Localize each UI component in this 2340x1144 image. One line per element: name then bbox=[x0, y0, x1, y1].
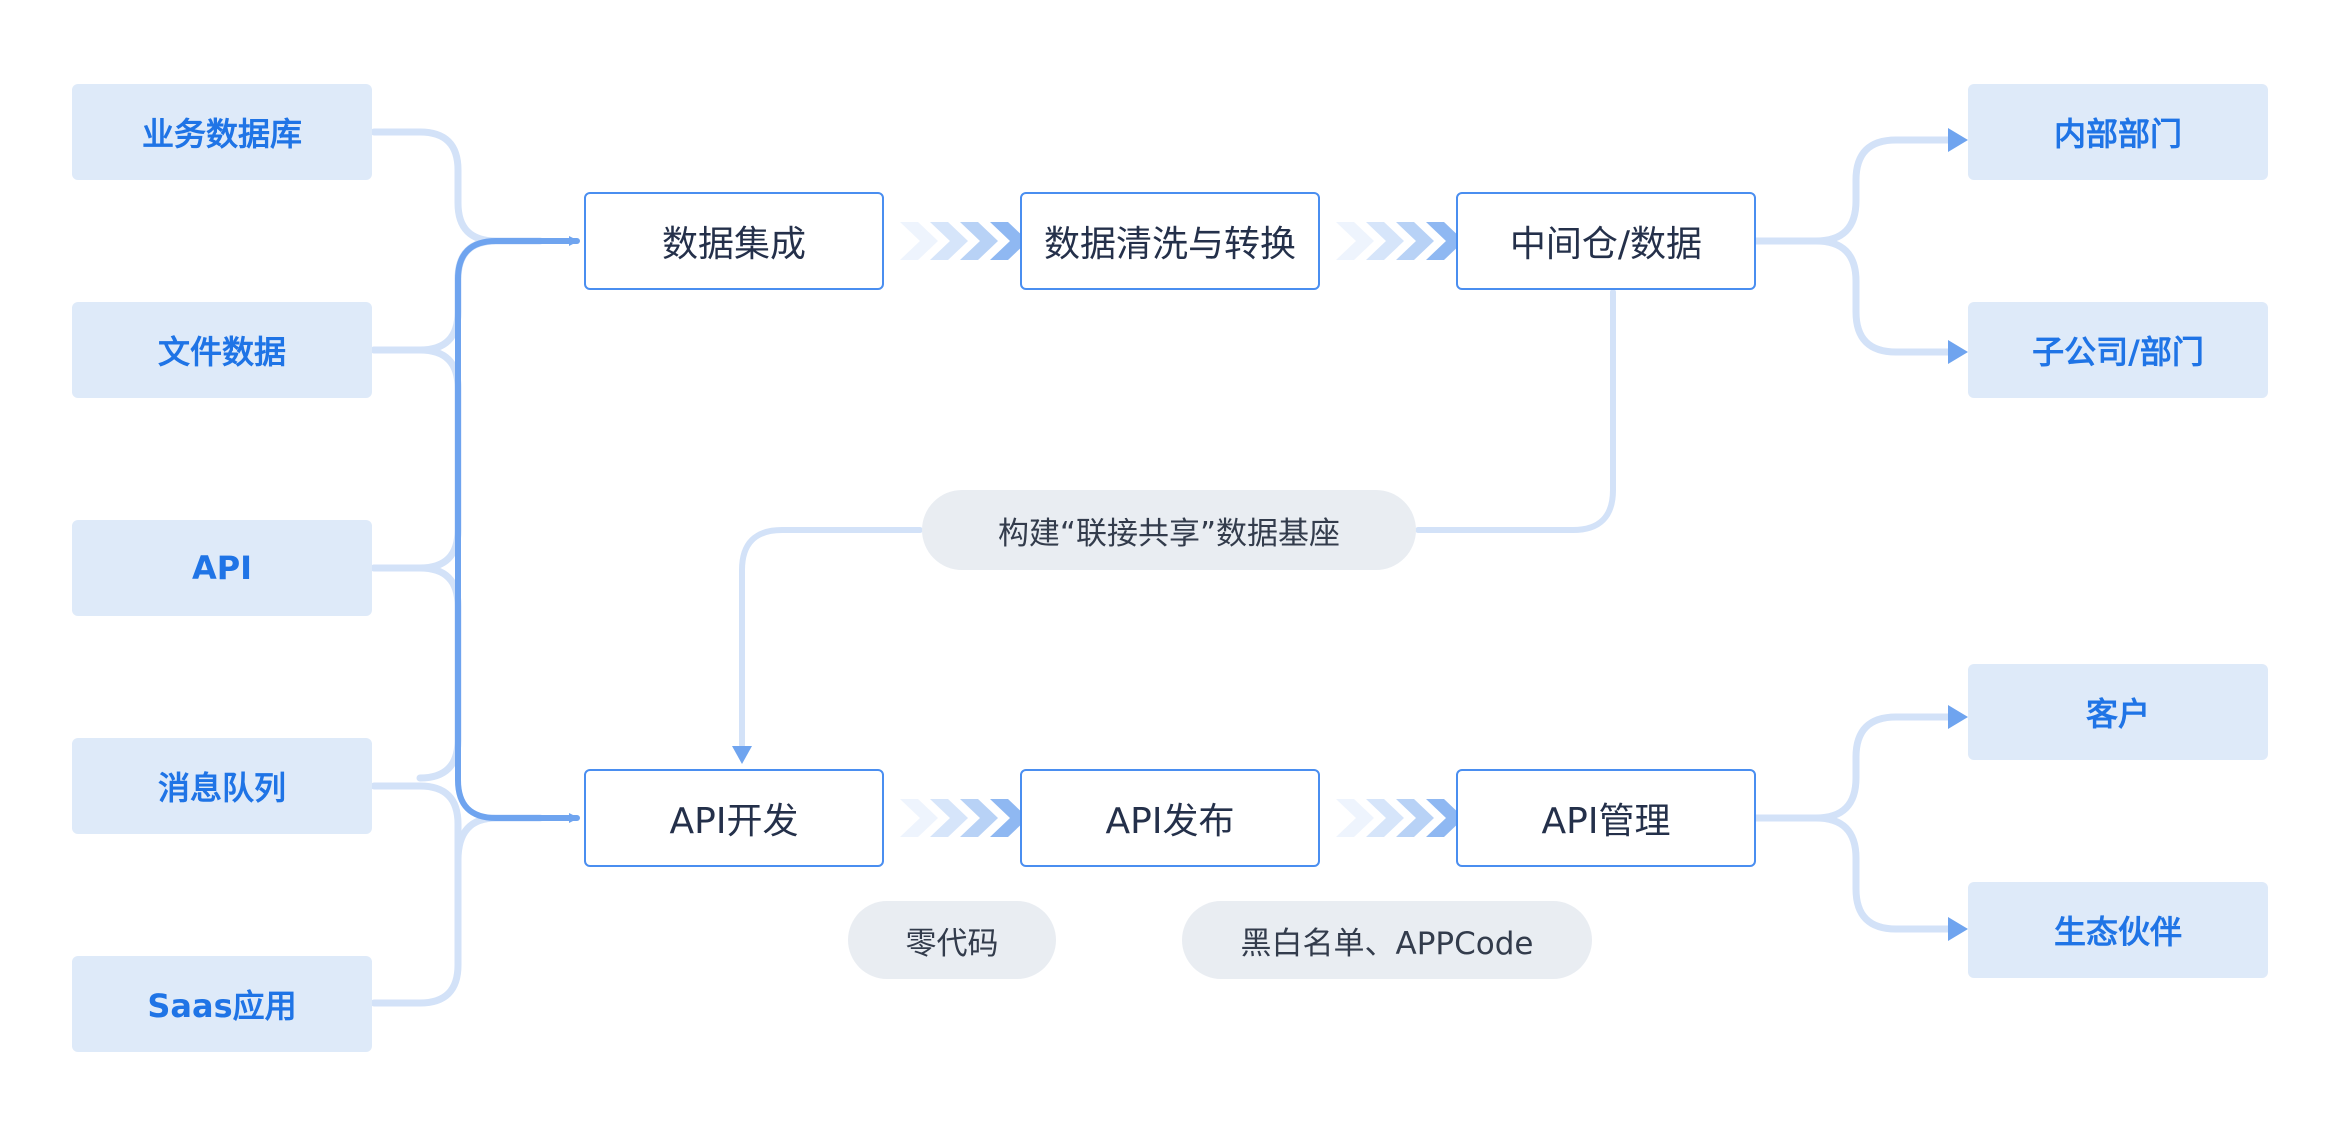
connector-warehouse-down bbox=[1415, 289, 1616, 533]
connector-source-1 bbox=[370, 128, 544, 245]
connector-pill-to-api-dev bbox=[739, 527, 923, 748]
chevrons-3 bbox=[900, 799, 1028, 837]
connector-source-4 bbox=[370, 782, 462, 1007]
step-data-cleansing: 数据清洗与转换 bbox=[1020, 192, 1320, 290]
arrow-to-partner bbox=[1948, 917, 1968, 941]
arrow-to-internal bbox=[1948, 128, 1968, 152]
trunk-to-integration bbox=[455, 236, 580, 303]
chevrons-4 bbox=[1336, 799, 1464, 837]
source-message-queue: 消息队列 bbox=[72, 738, 372, 834]
chevrons-2 bbox=[1336, 222, 1464, 260]
connector-source-2 bbox=[370, 237, 500, 354]
pill-zero-code: 零代码 bbox=[848, 901, 1056, 979]
connector-to-subsidiary bbox=[1812, 237, 1954, 356]
step-api-management: API管理 bbox=[1456, 769, 1756, 867]
connector-source-2b bbox=[370, 346, 462, 572]
connector-to-partner bbox=[1812, 814, 1954, 933]
arrow-into-api-dev bbox=[732, 746, 752, 764]
chevrons-1 bbox=[900, 222, 1028, 260]
step-api-publish: API发布 bbox=[1020, 769, 1320, 867]
step-api-development: API开发 bbox=[584, 769, 884, 867]
source-saas-app: Saas应用 bbox=[72, 956, 372, 1052]
consumer-internal-dept: 内部部门 bbox=[1968, 84, 2268, 180]
source-business-db: 业务数据库 bbox=[72, 84, 372, 180]
consumer-eco-partner: 生态伙伴 bbox=[1968, 882, 2268, 978]
trunk-to-api-dev bbox=[455, 277, 580, 823]
connector-source-3 bbox=[370, 564, 462, 782]
connector-to-internal bbox=[1752, 136, 1954, 245]
arrow-to-subsidiary bbox=[1948, 340, 1968, 364]
source-api: API bbox=[72, 520, 372, 616]
pill-whitelist-appcode: 黑白名单、APPCode bbox=[1182, 901, 1592, 979]
source-file-data: 文件数据 bbox=[72, 302, 372, 398]
step-data-integration: 数据集成 bbox=[584, 192, 884, 290]
consumer-subsidiary: 子公司/部门 bbox=[1968, 302, 2268, 398]
connector-to-customer bbox=[1752, 713, 1954, 822]
consumer-customer: 客户 bbox=[1968, 664, 2268, 760]
center-pill-data-foundation: 构建“联接共享”数据基座 bbox=[922, 490, 1416, 570]
connector-source-5 bbox=[454, 814, 544, 864]
step-warehouse: 中间仓/数据 bbox=[1456, 192, 1756, 290]
arrow-to-customer bbox=[1948, 705, 1968, 729]
